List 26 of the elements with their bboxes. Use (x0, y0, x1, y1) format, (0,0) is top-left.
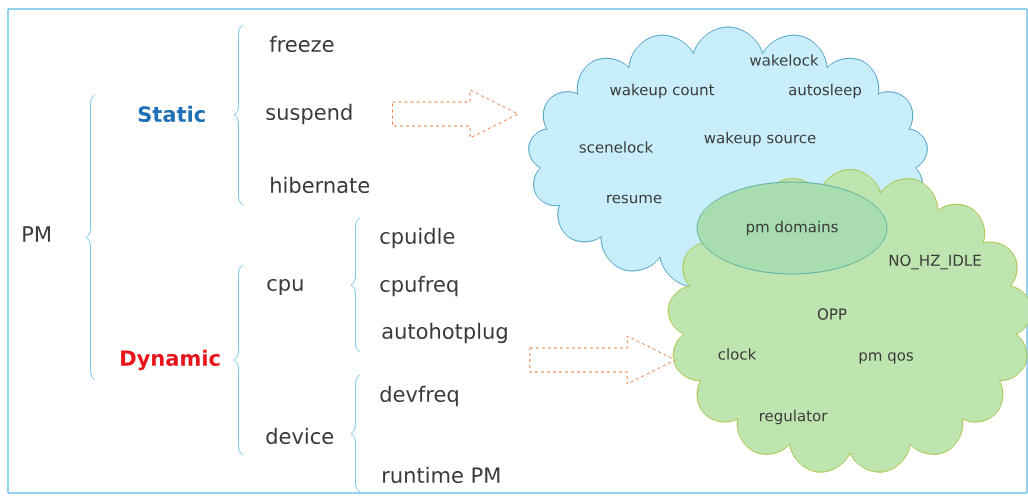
tree-label: Dynamic (121, 349, 220, 371)
cloud-label: pm qos (859, 352, 913, 364)
tree-label: runtime PM (383, 466, 500, 484)
cloud-label: wakeup count (610, 83, 715, 99)
tree-label: PM (23, 226, 50, 242)
cloud-label: scenelock (579, 141, 654, 153)
cloud-label: clock (718, 348, 757, 360)
tree-label: autohotplug (382, 322, 507, 344)
cloud-label: autosleep (789, 83, 862, 99)
cloud-label: NO_HZ_IDLE (889, 254, 981, 270)
tree-label: Static (138, 105, 205, 123)
tree-label: hibernate (271, 176, 370, 194)
tree-label: devfreq (380, 385, 458, 407)
tree-label: cpuidle (380, 227, 455, 249)
tree-label: suspend (266, 103, 352, 125)
cloud-label: regulator (760, 409, 828, 425)
block-arrow (529, 335, 676, 385)
tree-label: cpufreq (380, 275, 458, 297)
cloud-label: wakelock (750, 54, 819, 66)
cloud-label: resume (607, 194, 662, 204)
cloud-label: OPP (817, 308, 847, 320)
tree-label: freeze (269, 35, 334, 53)
tree-label: device (266, 427, 334, 445)
cloud-label: wakeup source (704, 131, 816, 147)
block-arrow (392, 89, 519, 139)
tree-label: cpu (267, 278, 303, 296)
